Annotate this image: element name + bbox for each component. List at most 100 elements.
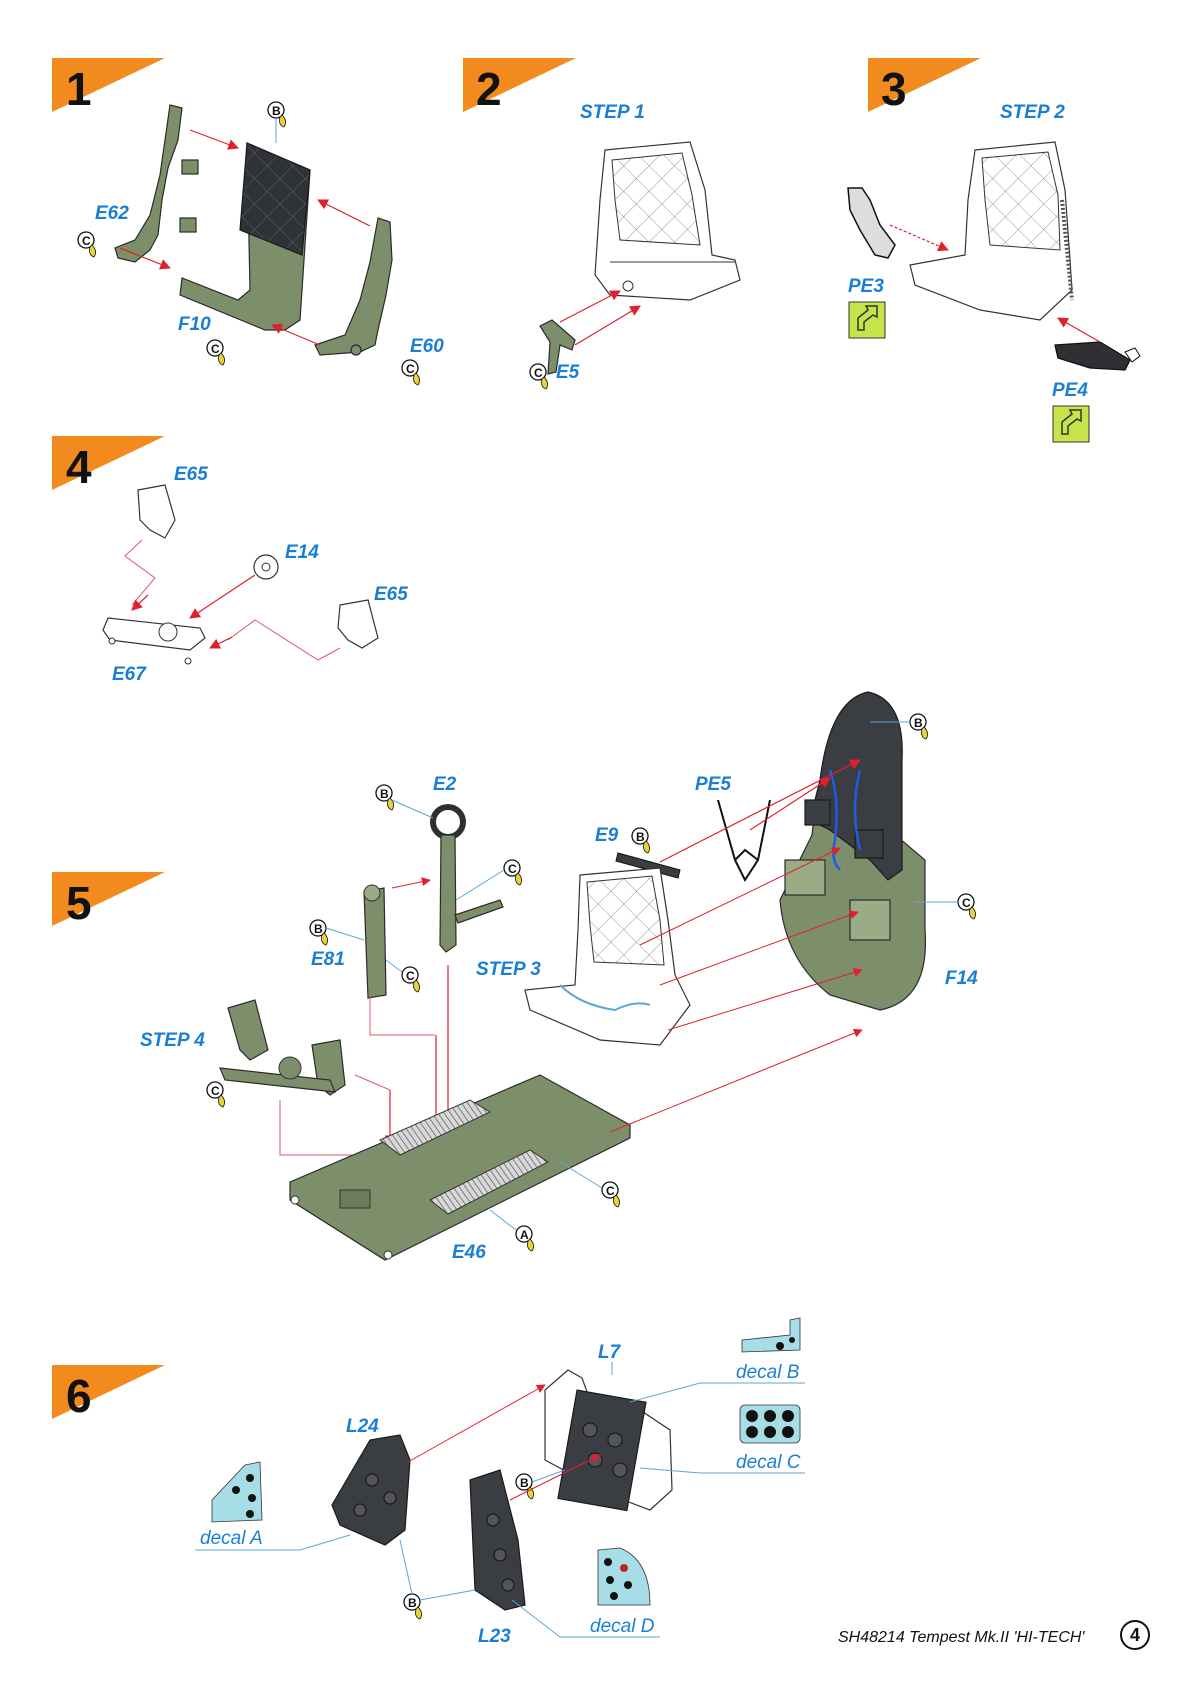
part-l24 (331, 1434, 411, 1546)
label-e9: E9 (595, 825, 619, 846)
paint-code-c: C (401, 966, 420, 993)
svg-text:B: B (380, 787, 389, 801)
decal-d-label: decal D (590, 1616, 655, 1637)
part-pe3 (847, 187, 896, 259)
paint-code-b: B (403, 1593, 422, 1620)
part-pe4 (1054, 341, 1131, 371)
svg-text:C: C (406, 969, 415, 983)
paint-code-c: C (206, 1081, 225, 1108)
step-1-flag: 1 (52, 58, 165, 115)
part-e5 (539, 319, 576, 375)
page-number-badge (1120, 1620, 1150, 1650)
svg-text:C: C (82, 234, 91, 248)
step-2-diagram: STEP 1 E5 C (529, 102, 741, 390)
step-2-caption: STEP 1 (580, 102, 645, 123)
label-step4: STEP 4 (140, 1030, 205, 1051)
paint-code-c: C (77, 231, 96, 258)
f14-box (849, 899, 891, 941)
paint-code-c: C (957, 893, 976, 920)
label-e60: E60 (410, 336, 444, 357)
part-e60-pin (350, 344, 362, 356)
svg-text:C: C (211, 1084, 220, 1098)
paint-code-b: B (515, 1473, 534, 1500)
svg-text:B: B (520, 1476, 529, 1490)
step-2-flag: 2 (463, 58, 576, 115)
decal-b-label: decal B (736, 1362, 800, 1383)
label-e2: E2 (433, 774, 457, 795)
part-e2 (439, 834, 457, 953)
step4-bracket (227, 999, 269, 1061)
svg-text:B: B (914, 716, 923, 730)
seat-cushion (586, 875, 665, 966)
part-f10-cushion (239, 142, 311, 256)
label-e46: E46 (452, 1242, 486, 1263)
paint-code-b: B (375, 784, 394, 811)
paint-code-b: B (909, 713, 928, 740)
label-f10: F10 (178, 314, 211, 335)
svg-text:C: C (406, 362, 415, 376)
pe4-etch-icon (1052, 405, 1090, 443)
label-e67: E67 (112, 664, 147, 685)
label-pe4: PE4 (1052, 380, 1088, 401)
paint-code-c: C (401, 359, 420, 386)
step-1-diagram: E62 F10 E60 B C C C (77, 101, 444, 386)
step-6-number: 6 (66, 1370, 92, 1422)
svg-text:C: C (606, 1184, 615, 1198)
part-e62 (114, 104, 183, 263)
label-f14: F14 (945, 968, 978, 989)
svg-text:C: C (534, 366, 543, 380)
label-e65-top: E65 (174, 464, 208, 485)
label-e65-bottom: E65 (374, 584, 408, 605)
step-5-flag: 5 (52, 872, 165, 929)
svg-text:C: C (962, 896, 971, 910)
part-l7 (557, 1389, 647, 1512)
label-l23: L23 (478, 1626, 511, 1647)
step-6-flag: 6 (52, 1365, 165, 1422)
decal-b-preview (741, 1317, 801, 1353)
f14-box (784, 859, 826, 896)
label-e14: E14 (285, 542, 319, 563)
step-4-number: 4 (66, 441, 92, 493)
part-e60 (314, 217, 393, 356)
part-e65 (337, 599, 379, 649)
paint-code-a: A (515, 1225, 534, 1252)
part-e62-pin (181, 159, 199, 175)
paint-code-c: C (601, 1181, 620, 1208)
svg-text:B: B (636, 830, 645, 844)
footer-text: SH48214 Tempest Mk.II 'HI-TECH' (838, 1629, 1085, 1646)
pe3-etch-icon (848, 301, 886, 339)
footer: SH48214 Tempest Mk.II 'HI-TECH' 4 (838, 1620, 1150, 1650)
part-e2-grip (430, 804, 466, 840)
svg-text:B: B (314, 922, 323, 936)
seat-cushion (611, 152, 701, 246)
paint-code-c: C (503, 859, 522, 886)
label-step3: STEP 3 (476, 959, 541, 980)
page-number: 4 (1130, 1625, 1140, 1645)
part-e67 (102, 617, 206, 651)
paint-code-c: C (529, 363, 548, 390)
svg-text:C: C (508, 862, 517, 876)
step-3-flag: 3 (868, 58, 981, 115)
step-1-number: 1 (66, 63, 92, 115)
part-e9 (615, 852, 681, 879)
paint-code-b: B (267, 101, 286, 128)
step-2-number: 2 (476, 63, 502, 115)
label-e62: E62 (95, 203, 129, 224)
part-e62-pin (179, 217, 197, 233)
part-l23 (469, 1469, 526, 1611)
part-e46 (289, 1074, 631, 1261)
step-3-diagram: STEP 2 PE3 PE4 (847, 102, 1141, 443)
part-pe5 (717, 799, 771, 883)
paint-code-b: B (631, 827, 650, 854)
seat-cushion (981, 151, 1061, 251)
svg-text:C: C (211, 342, 220, 356)
paint-code-c: C (206, 339, 225, 366)
paint-code-b: B (309, 919, 328, 946)
part-e65 (137, 484, 176, 539)
svg-text:A: A (520, 1228, 529, 1242)
decal-a-label: decal A (200, 1528, 263, 1549)
step-5-diagram: F14 B C PE5 E9 B STEP 3 (140, 691, 978, 1263)
svg-text:B: B (408, 1596, 417, 1610)
label-e81: E81 (311, 949, 345, 970)
